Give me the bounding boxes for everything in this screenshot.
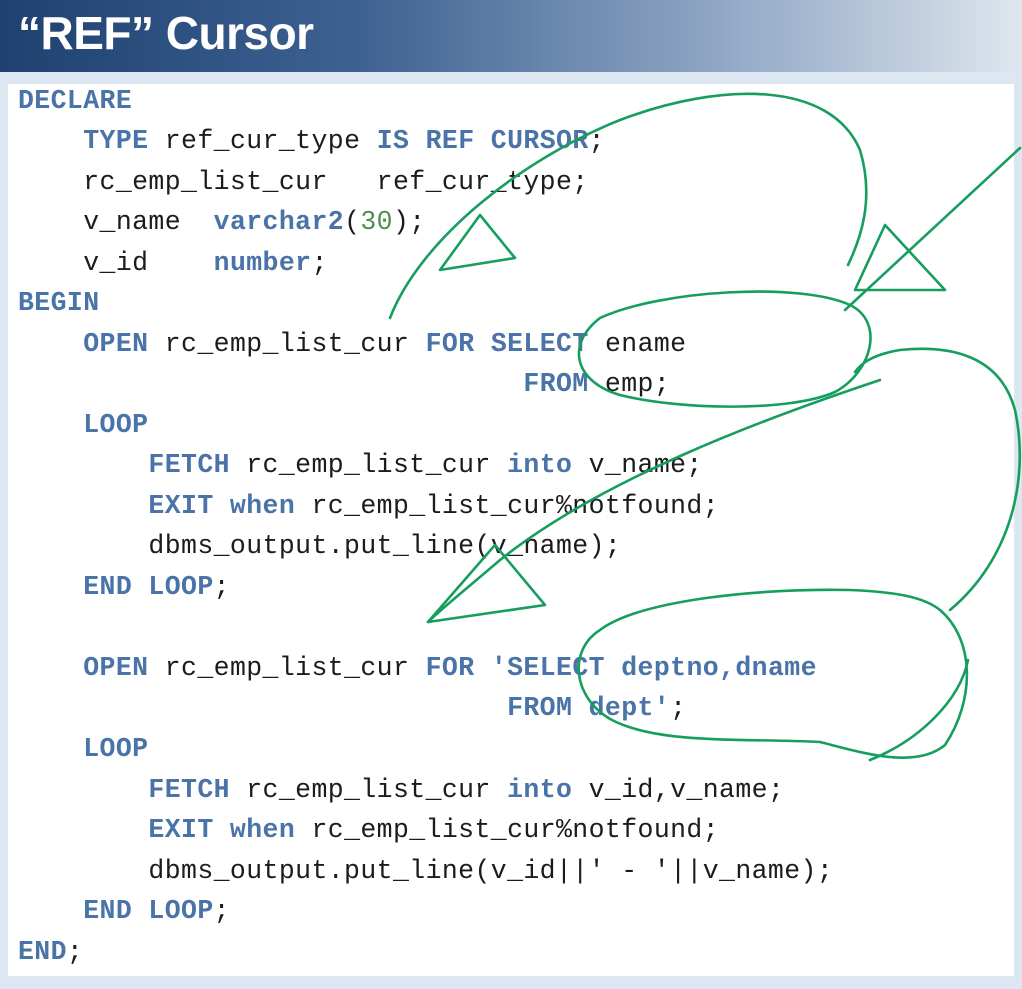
code-line: OPEN rc_emp_list_cur FOR 'SELECT deptno,… — [18, 651, 817, 685]
code-token: dbms_output.put_line(v_name); — [18, 531, 622, 561]
code-token: FROM dept' — [507, 693, 671, 723]
code-line: LOOP — [18, 408, 148, 442]
code-token: rc_emp_list_cur ref_cur_type; — [18, 167, 589, 197]
code-token: END — [18, 937, 67, 967]
code-token: 'SELECT deptno,dname — [490, 653, 817, 683]
code-token: EXIT when — [148, 815, 296, 845]
code-token — [18, 491, 148, 521]
code-token: ; — [213, 896, 230, 926]
code-line: FROM emp; — [18, 367, 670, 401]
code-token: FOR — [425, 653, 475, 683]
code-token: ; — [66, 937, 84, 967]
code-token: TYPE — [83, 126, 149, 156]
code-token: ; — [213, 572, 230, 602]
code-token — [18, 775, 148, 805]
code-token: rc_emp_list_cur — [148, 329, 426, 359]
code-token: ; — [311, 248, 328, 278]
code-token — [475, 329, 491, 359]
code-token: END LOOP — [83, 896, 214, 926]
code-token — [18, 693, 507, 723]
code-line: END LOOP; — [18, 894, 230, 928]
code-token: dbms_output.put_line(v_id||' - '||v_name… — [18, 856, 834, 886]
code-token: v_name; — [572, 450, 703, 480]
code-line: FROM dept'; — [18, 691, 686, 725]
code-line: v_id number; — [18, 246, 328, 280]
code-token: ); — [392, 207, 426, 237]
code-token — [18, 653, 83, 683]
code-token: BEGIN — [18, 288, 100, 318]
code-token: SELECT — [490, 329, 589, 359]
slide-title: “REF” Cursor — [18, 7, 314, 59]
code-line: EXIT when rc_emp_list_cur%notfound; — [18, 813, 719, 847]
code-line: dbms_output.put_line(v_id||' - '||v_name… — [18, 854, 833, 888]
code-token: rc_emp_list_cur — [229, 775, 508, 805]
code-token — [18, 734, 83, 764]
code-token: LOOP — [83, 410, 149, 440]
code-token: DECLARE — [18, 86, 133, 116]
code-token: EXIT when — [148, 491, 296, 521]
code-line: dbms_output.put_line(v_name); — [18, 529, 621, 563]
code-line: FETCH rc_emp_list_cur into v_id,v_name; — [18, 773, 784, 807]
code-token — [18, 572, 83, 602]
code-token: ename — [588, 329, 687, 359]
code-line: FETCH rc_emp_list_cur into v_name; — [18, 448, 703, 482]
code-line: END LOOP; — [18, 570, 230, 604]
code-token: rc_emp_list_cur%notfound; — [295, 815, 720, 845]
code-block: DECLARE TYPE ref_cur_type IS REF CURSOR;… — [8, 84, 1014, 976]
code-token: ( — [344, 207, 361, 237]
code-token — [18, 126, 83, 156]
code-line: END; — [18, 935, 83, 969]
code-token: number — [213, 248, 312, 278]
code-token: FETCH — [148, 775, 230, 805]
code-line: DECLARE — [18, 84, 132, 118]
code-token: FOR — [425, 329, 475, 359]
code-token: 30 — [360, 207, 393, 237]
code-token — [18, 369, 523, 399]
code-token: v_id — [18, 248, 214, 278]
code-token — [18, 410, 83, 440]
code-token — [475, 653, 491, 683]
code-token — [18, 815, 148, 845]
code-token: into — [507, 450, 573, 480]
code-token: FETCH — [148, 450, 230, 480]
code-token: END LOOP — [83, 572, 214, 602]
code-token: rc_emp_list_cur%notfound; — [295, 491, 720, 521]
code-token: v_name — [18, 207, 214, 237]
code-token: OPEN — [83, 329, 149, 359]
code-token: rc_emp_list_cur — [229, 450, 508, 480]
code-line: LOOP — [18, 732, 148, 766]
code-token — [18, 329, 83, 359]
code-token: OPEN — [83, 653, 149, 683]
code-token — [18, 896, 83, 926]
code-token: IS REF CURSOR — [376, 126, 589, 156]
code-line: EXIT when rc_emp_list_cur%notfound; — [18, 489, 719, 523]
code-line: v_name varchar2(30); — [18, 205, 426, 239]
code-token: emp; — [588, 369, 671, 399]
code-token: LOOP — [83, 734, 149, 764]
code-line: rc_emp_list_cur ref_cur_type; — [18, 165, 589, 199]
code-token: varchar2 — [213, 207, 345, 237]
code-token — [18, 450, 148, 480]
code-token: rc_emp_list_cur — [148, 653, 426, 683]
code-token: ref_cur_type — [148, 126, 377, 156]
code-token: into — [507, 775, 573, 805]
code-line: OPEN rc_emp_list_cur FOR SELECT ename — [18, 327, 686, 361]
code-line: BEGIN — [18, 286, 100, 320]
code-line: TYPE ref_cur_type IS REF CURSOR; — [18, 124, 605, 158]
code-token: ; — [670, 693, 687, 723]
code-token: v_id,v_name; — [572, 775, 785, 805]
slide-title-bar: “REF” Cursor — [0, 0, 1022, 72]
code-token: FROM — [523, 369, 589, 399]
code-token: ; — [588, 126, 605, 156]
